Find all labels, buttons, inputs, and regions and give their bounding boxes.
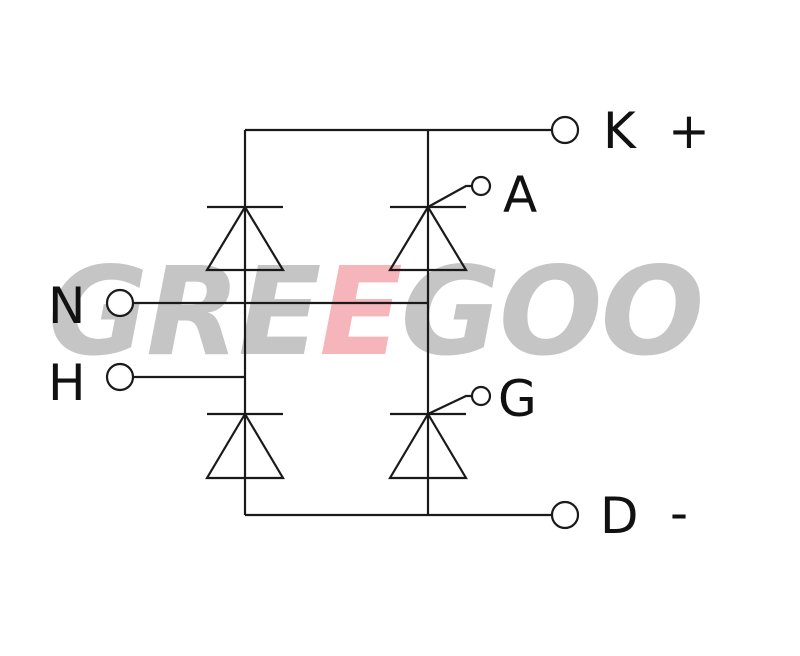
terminal-g <box>470 385 492 407</box>
label-k-sign: + <box>668 102 710 160</box>
terminal-h <box>105 362 135 392</box>
label-d-sign: - <box>670 484 688 542</box>
terminal-k <box>550 115 580 145</box>
label-d: D <box>600 487 639 545</box>
gate-wire-g <box>427 394 472 415</box>
diode-upper-left <box>205 204 285 272</box>
diode-lower-left <box>205 411 285 480</box>
label-h: H <box>48 354 86 412</box>
watermark-logo: GREEGOO <box>48 241 704 383</box>
terminal-n <box>105 288 135 318</box>
label-k: K <box>603 102 637 160</box>
watermark-prefix: GRE <box>48 241 320 383</box>
watermark-accent: E <box>319 241 401 383</box>
wiring <box>134 128 552 517</box>
watermark-text: GREEGOO <box>48 241 702 383</box>
label-g: G <box>498 370 537 428</box>
label-n: N <box>48 277 85 335</box>
terminal-a <box>470 175 492 197</box>
terminal-d <box>550 500 580 530</box>
thyristor-lower-right <box>388 394 472 480</box>
label-a: A <box>503 166 537 224</box>
watermark-suffix: GOO <box>401 241 703 383</box>
